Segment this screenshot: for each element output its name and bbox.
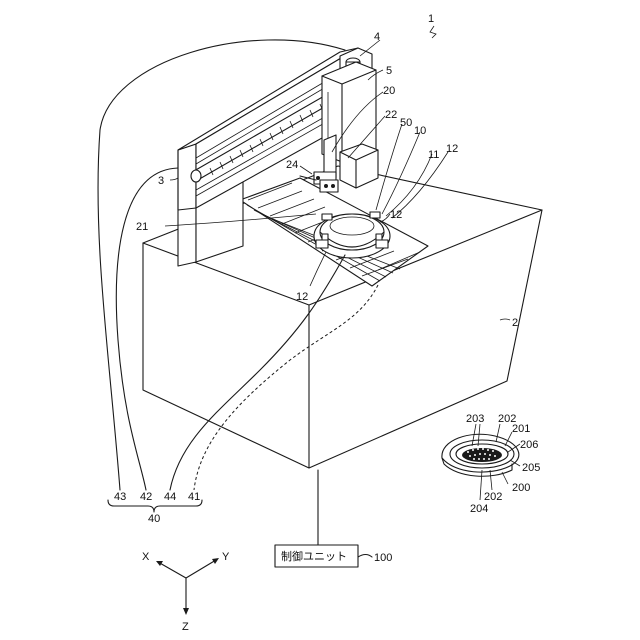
axis-x-label: X <box>142 551 150 563</box>
control-unit-text: 制御ユニット <box>281 549 347 563</box>
ref-10: 10 <box>414 125 426 137</box>
ref-12-right: 12 <box>390 209 402 221</box>
ref-22: 22 <box>385 109 397 121</box>
ref-40: 40 <box>148 513 160 525</box>
ref-206: 206 <box>520 439 538 451</box>
ref-201: 201 <box>512 423 530 435</box>
ref-5: 5 <box>386 65 392 77</box>
ref-42: 42 <box>140 491 152 503</box>
control-unit-leader <box>358 555 372 558</box>
ref-205: 205 <box>522 462 540 474</box>
ref-12-top: 12 <box>446 143 458 155</box>
ref-202-bottom: 202 <box>484 491 502 503</box>
ref-21: 21 <box>136 221 148 233</box>
ref-203: 203 <box>466 413 484 425</box>
ref-3: 3 <box>158 175 164 187</box>
ref-24: 24 <box>286 159 298 171</box>
axis-z-label: Z <box>182 621 189 633</box>
axis-y-label: Y <box>222 551 230 563</box>
ref-44: 44 <box>164 491 176 503</box>
ref-41: 41 <box>188 491 200 503</box>
ref-2: 2 <box>512 317 518 329</box>
ref-200: 200 <box>512 482 530 494</box>
axes-indicator <box>156 558 219 615</box>
ref-11: 11 <box>428 149 439 161</box>
ref-4: 4 <box>374 31 380 43</box>
ref-100: 100 <box>374 552 392 564</box>
ref-1: 1 <box>428 13 434 25</box>
ref-204: 204 <box>470 503 488 515</box>
ref-50: 50 <box>400 117 412 129</box>
substrate-detail <box>442 424 520 500</box>
ref-43: 43 <box>114 491 126 503</box>
ref-20: 20 <box>383 85 395 97</box>
ref-12-bottom: 12 <box>296 291 308 303</box>
